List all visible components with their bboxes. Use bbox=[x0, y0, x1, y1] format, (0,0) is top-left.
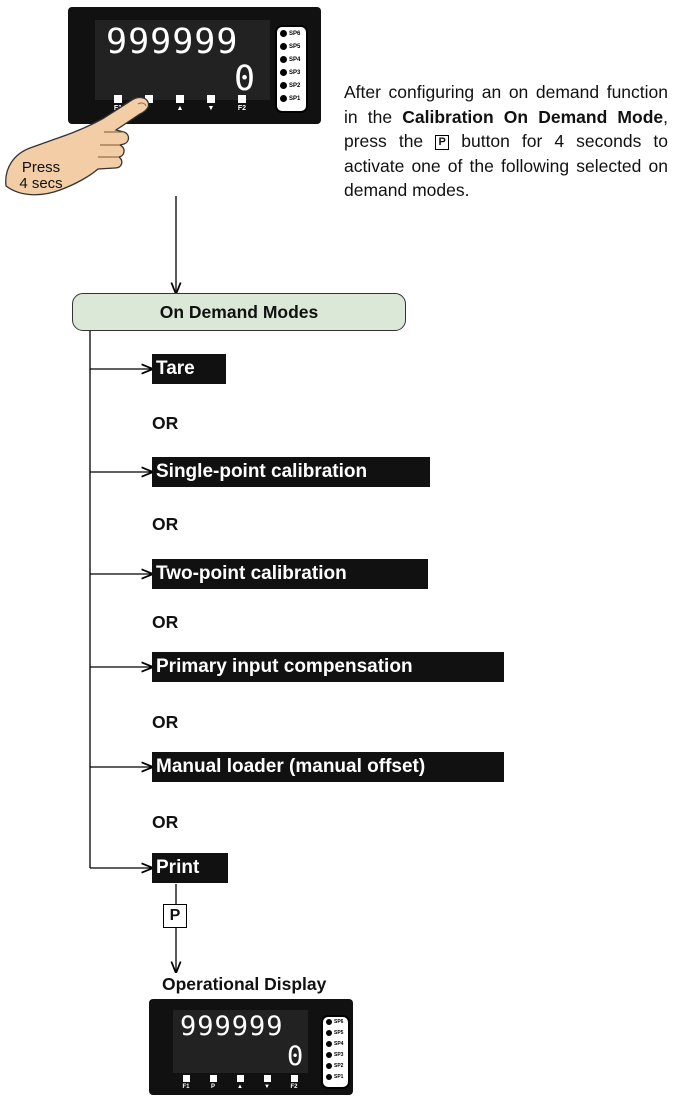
or-label: OR bbox=[152, 612, 179, 632]
f1-button[interactable] bbox=[114, 95, 122, 103]
or-label: OR bbox=[152, 514, 179, 534]
setpoint-panel: SP6 SP5 SP4 SP3 SP2 SP1 bbox=[275, 25, 308, 113]
setpoint-indicator: SP3 bbox=[326, 1052, 343, 1058]
meter-main-readout: 999999 bbox=[106, 22, 239, 62]
or-label: OR bbox=[152, 812, 179, 832]
up-button[interactable] bbox=[237, 1075, 244, 1082]
p-button[interactable] bbox=[210, 1075, 217, 1082]
meter-display bbox=[95, 20, 270, 100]
operational-display-meter: 999999 0 SP6 SP5 SP4 SP3 SP2 SP1 F1 P ▲ … bbox=[149, 999, 353, 1095]
hand-callout-text: Press 4 secs bbox=[19, 159, 63, 192]
p-key-icon: P bbox=[435, 135, 450, 150]
p-button-label: P bbox=[210, 1084, 215, 1090]
f1-button-label: F1 bbox=[182, 1084, 190, 1090]
meter-display bbox=[173, 1010, 308, 1073]
down-button-label: ▼ bbox=[207, 105, 215, 112]
meter-secondary-readout: 0 bbox=[234, 59, 256, 99]
on-demand-modes-header: On Demand Modes bbox=[72, 293, 406, 331]
f2-button[interactable] bbox=[291, 1075, 298, 1082]
mode-primary-input-compensation[interactable]: Primary input compensation bbox=[152, 652, 504, 682]
setpoint-indicator: SP4 bbox=[280, 56, 300, 63]
setpoint-indicator: SP1 bbox=[280, 95, 300, 102]
mode-single-point-calibration[interactable]: Single-point calibration bbox=[152, 457, 430, 487]
setpoint-indicator: SP6 bbox=[280, 30, 300, 37]
setpoint-indicator: SP4 bbox=[326, 1041, 343, 1047]
setpoint-indicator: SP5 bbox=[326, 1030, 343, 1036]
meter-secondary-readout: 0 bbox=[287, 1041, 304, 1072]
setpoint-panel: SP6 SP5 SP4 SP3 SP2 SP1 bbox=[321, 1015, 350, 1089]
mode-two-point-calibration[interactable]: Two-point calibration bbox=[152, 559, 428, 589]
f2-button-label: F2 bbox=[290, 1084, 298, 1090]
setpoint-indicator: SP6 bbox=[326, 1019, 343, 1025]
setpoint-indicator: SP2 bbox=[280, 82, 300, 89]
instruction-text: After configuring an on demand function … bbox=[344, 82, 668, 200]
down-button[interactable] bbox=[207, 95, 215, 103]
f2-button[interactable] bbox=[238, 95, 246, 103]
setpoint-indicator: SP2 bbox=[326, 1063, 343, 1069]
p-button[interactable] bbox=[145, 95, 153, 103]
mode-manual-loader[interactable]: Manual loader (manual offset) bbox=[152, 752, 504, 782]
up-button-label: ▲ bbox=[237, 1084, 243, 1090]
f2-button-label: F2 bbox=[237, 105, 247, 112]
hand-pressing-icon bbox=[5, 96, 150, 196]
setpoint-indicator: SP5 bbox=[280, 43, 300, 50]
operational-display-title: Operational Display bbox=[162, 974, 327, 994]
down-button-label: ▼ bbox=[264, 1084, 270, 1090]
p-key-icon: P bbox=[163, 904, 187, 928]
or-label: OR bbox=[152, 413, 179, 433]
f1-button[interactable] bbox=[183, 1075, 190, 1082]
setpoint-indicator: SP3 bbox=[280, 69, 300, 76]
mode-tare[interactable]: Tare bbox=[152, 354, 226, 384]
down-button[interactable] bbox=[264, 1075, 271, 1082]
setpoint-indicator: SP1 bbox=[326, 1074, 343, 1080]
up-button-label: ▲ bbox=[176, 105, 184, 112]
top-meter: 999999 0 SP6 SP5 SP4 SP3 SP2 SP1 F1 ▲ ▼ … bbox=[68, 7, 321, 124]
up-button[interactable] bbox=[176, 95, 184, 103]
meter-main-readout: 999999 bbox=[180, 1011, 284, 1042]
mode-print[interactable]: Print bbox=[152, 853, 228, 883]
or-label: OR bbox=[152, 712, 179, 732]
